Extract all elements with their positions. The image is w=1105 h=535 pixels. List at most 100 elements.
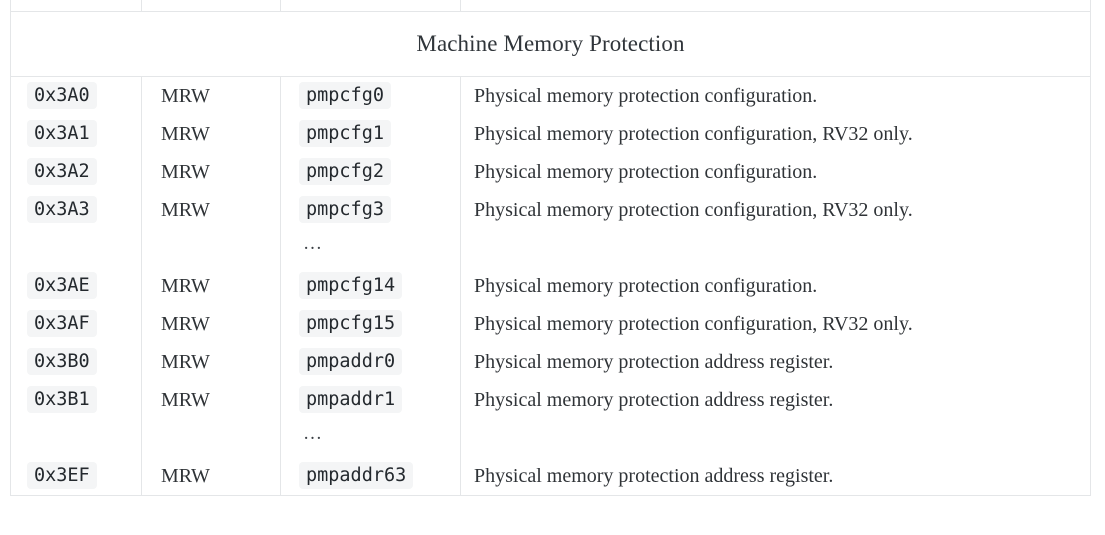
csr-name-code: pmpaddr1 [299,386,403,413]
table-row: 0x3AE MRW pmpcfg14 Physical memory protecti… [10,267,1091,305]
csr-name-code: pmpaddr0 [299,348,403,375]
csr-address-code: 0x3B1 [27,386,97,413]
cell-name: pmpcfg0 [280,76,461,115]
csr-name-code: pmpcfg0 [299,82,391,109]
csr-address-code: 0x3A0 [27,82,97,109]
cell-permission-inner: MRW [161,123,210,145]
cell-address-inner: 0x3AE [11,267,141,305]
ellipsis-glyph: … [303,423,323,444]
cell-address-empty [10,229,142,267]
cell-name: pmpaddr1 [280,381,461,419]
cell-permission-inner: MRW [161,351,210,373]
cell-name-inner: pmpcfg3 [281,191,460,229]
cell-permission: MRW [141,76,281,115]
cell-name-inner: pmpaddr63 [281,457,460,495]
table-row-ellipsis: … [10,229,1091,267]
cell-address: 0x3A0 [10,76,142,115]
csr-address-code: 0x3A3 [27,196,97,223]
cell-permission-inner: MRW [161,85,210,107]
cell-name-inner: pmpcfg15 [281,305,460,343]
cell-name: pmpcfg3 [280,191,461,229]
stub-cell-description [460,0,1091,12]
table-row-ellipsis: … [10,419,1091,457]
cell-permission: MRW [141,305,281,343]
cell-name: pmpcfg1 [280,115,461,153]
table-row: 0x3EF MRW pmpaddr63 Physical memory protect… [10,457,1091,496]
group-title: Machine Memory Protection [10,11,1091,77]
cell-address-inner: 0x3EF [11,457,141,495]
cell-permission: MRW [141,343,281,381]
csr-name-code: pmpcfg15 [299,310,403,337]
cell-name-inner: pmpaddr1 [281,381,460,419]
cell-address-inner: 0x3AF [11,305,141,343]
cell-address: 0x3A2 [10,153,142,191]
table-group-header: Machine Memory Protection [10,11,1091,77]
cell-description: Physical memory protection configuration… [460,191,1091,229]
cell-address: 0x3B0 [10,343,142,381]
cell-permission: MRW [141,267,281,305]
cell-name: pmpaddr0 [280,343,461,381]
cell-description: Physical memory protection configuration… [460,153,1091,191]
cell-name-inner: pmpcfg1 [281,115,460,153]
cell-address-inner: 0x3A3 [11,191,141,229]
clipped-previous-row [10,0,1091,12]
cell-description: Physical memory protection configuration… [460,305,1091,343]
csr-address-code: 0x3EF [27,462,97,489]
cell-address-inner: 0x3A1 [11,115,141,153]
cell-description: Physical memory protection address regis… [460,381,1091,419]
cell-name: pmpcfg2 [280,153,461,191]
cell-description: Physical memory protection configuration… [460,267,1091,305]
cell-address-inner: 0x3A0 [11,77,141,115]
csr-address-code: 0x3AF [27,310,97,337]
cell-address-inner: 0x3B1 [11,381,141,419]
cell-address-inner: 0x3A2 [11,153,141,191]
cell-description-inner: Physical memory protection address regis… [474,465,834,487]
cell-address: 0x3B1 [10,381,142,419]
csr-address-code: 0x3A1 [27,120,97,147]
csr-name-code: pmpcfg3 [299,196,391,223]
cell-description-inner: Physical memory protection configuration… [474,85,818,107]
cell-name-inner: pmpcfg2 [281,153,460,191]
cell-permission-inner: MRW [161,275,210,297]
table-row: 0x3B0 MRW pmpaddr0 Physical memory protecti… [10,343,1091,381]
cell-permission: MRW [141,457,281,496]
cell-name-inner: pmpcfg0 [281,77,460,115]
cell-name: pmpcfg15 [280,305,461,343]
cell-description-inner: Physical memory protection configuration… [474,123,913,145]
cell-name: pmpaddr63 [280,457,461,496]
cell-name: pmpcfg14 [280,267,461,305]
cell-description-inner: Physical memory protection configuration… [474,275,818,297]
cell-permission-inner: MRW [161,313,210,335]
cell-permission-inner: MRW [161,389,210,411]
stub-cell-name [280,0,461,12]
cell-permission-empty [141,229,281,267]
table-top-stub [10,0,1091,12]
cell-address: 0x3EF [10,457,142,496]
cell-permission-empty [141,419,281,457]
cell-name-inner: pmpaddr0 [281,343,460,381]
table-row: 0x3A3 MRW pmpcfg3 Physical memory protectio… [10,191,1091,229]
cell-address-empty [10,419,142,457]
cell-permission: MRW [141,153,281,191]
table-row: 0x3AF MRW pmpcfg15 Physical memory protecti… [10,305,1091,343]
cell-permission-inner: MRW [161,199,210,221]
group-title-row: Machine Memory Protection [10,11,1091,77]
cell-address: 0x3AE [10,267,142,305]
cell-address-empty-inner [11,419,141,457]
ellipsis-marker: … [280,229,461,267]
cell-description: Physical memory protection address regis… [460,343,1091,381]
cell-description: Physical memory protection configuration… [460,115,1091,153]
cell-address: 0x3A3 [10,191,142,229]
stub-cell-address [10,0,142,12]
ellipsis-glyph: … [303,233,323,254]
table-row: 0x3A0 MRW pmpcfg0 Physical memory protectio… [10,76,1091,115]
cell-name-inner: pmpcfg14 [281,267,460,305]
table-row: 0x3B1 MRW pmpaddr1 Physical memory protecti… [10,381,1091,419]
cell-permission: MRW [141,191,281,229]
cell-address-empty-inner [11,229,141,267]
cell-description-empty-inner [461,229,1090,267]
cell-permission-inner: MRW [161,465,210,487]
cell-description-inner: Physical memory protection address regis… [474,351,834,373]
